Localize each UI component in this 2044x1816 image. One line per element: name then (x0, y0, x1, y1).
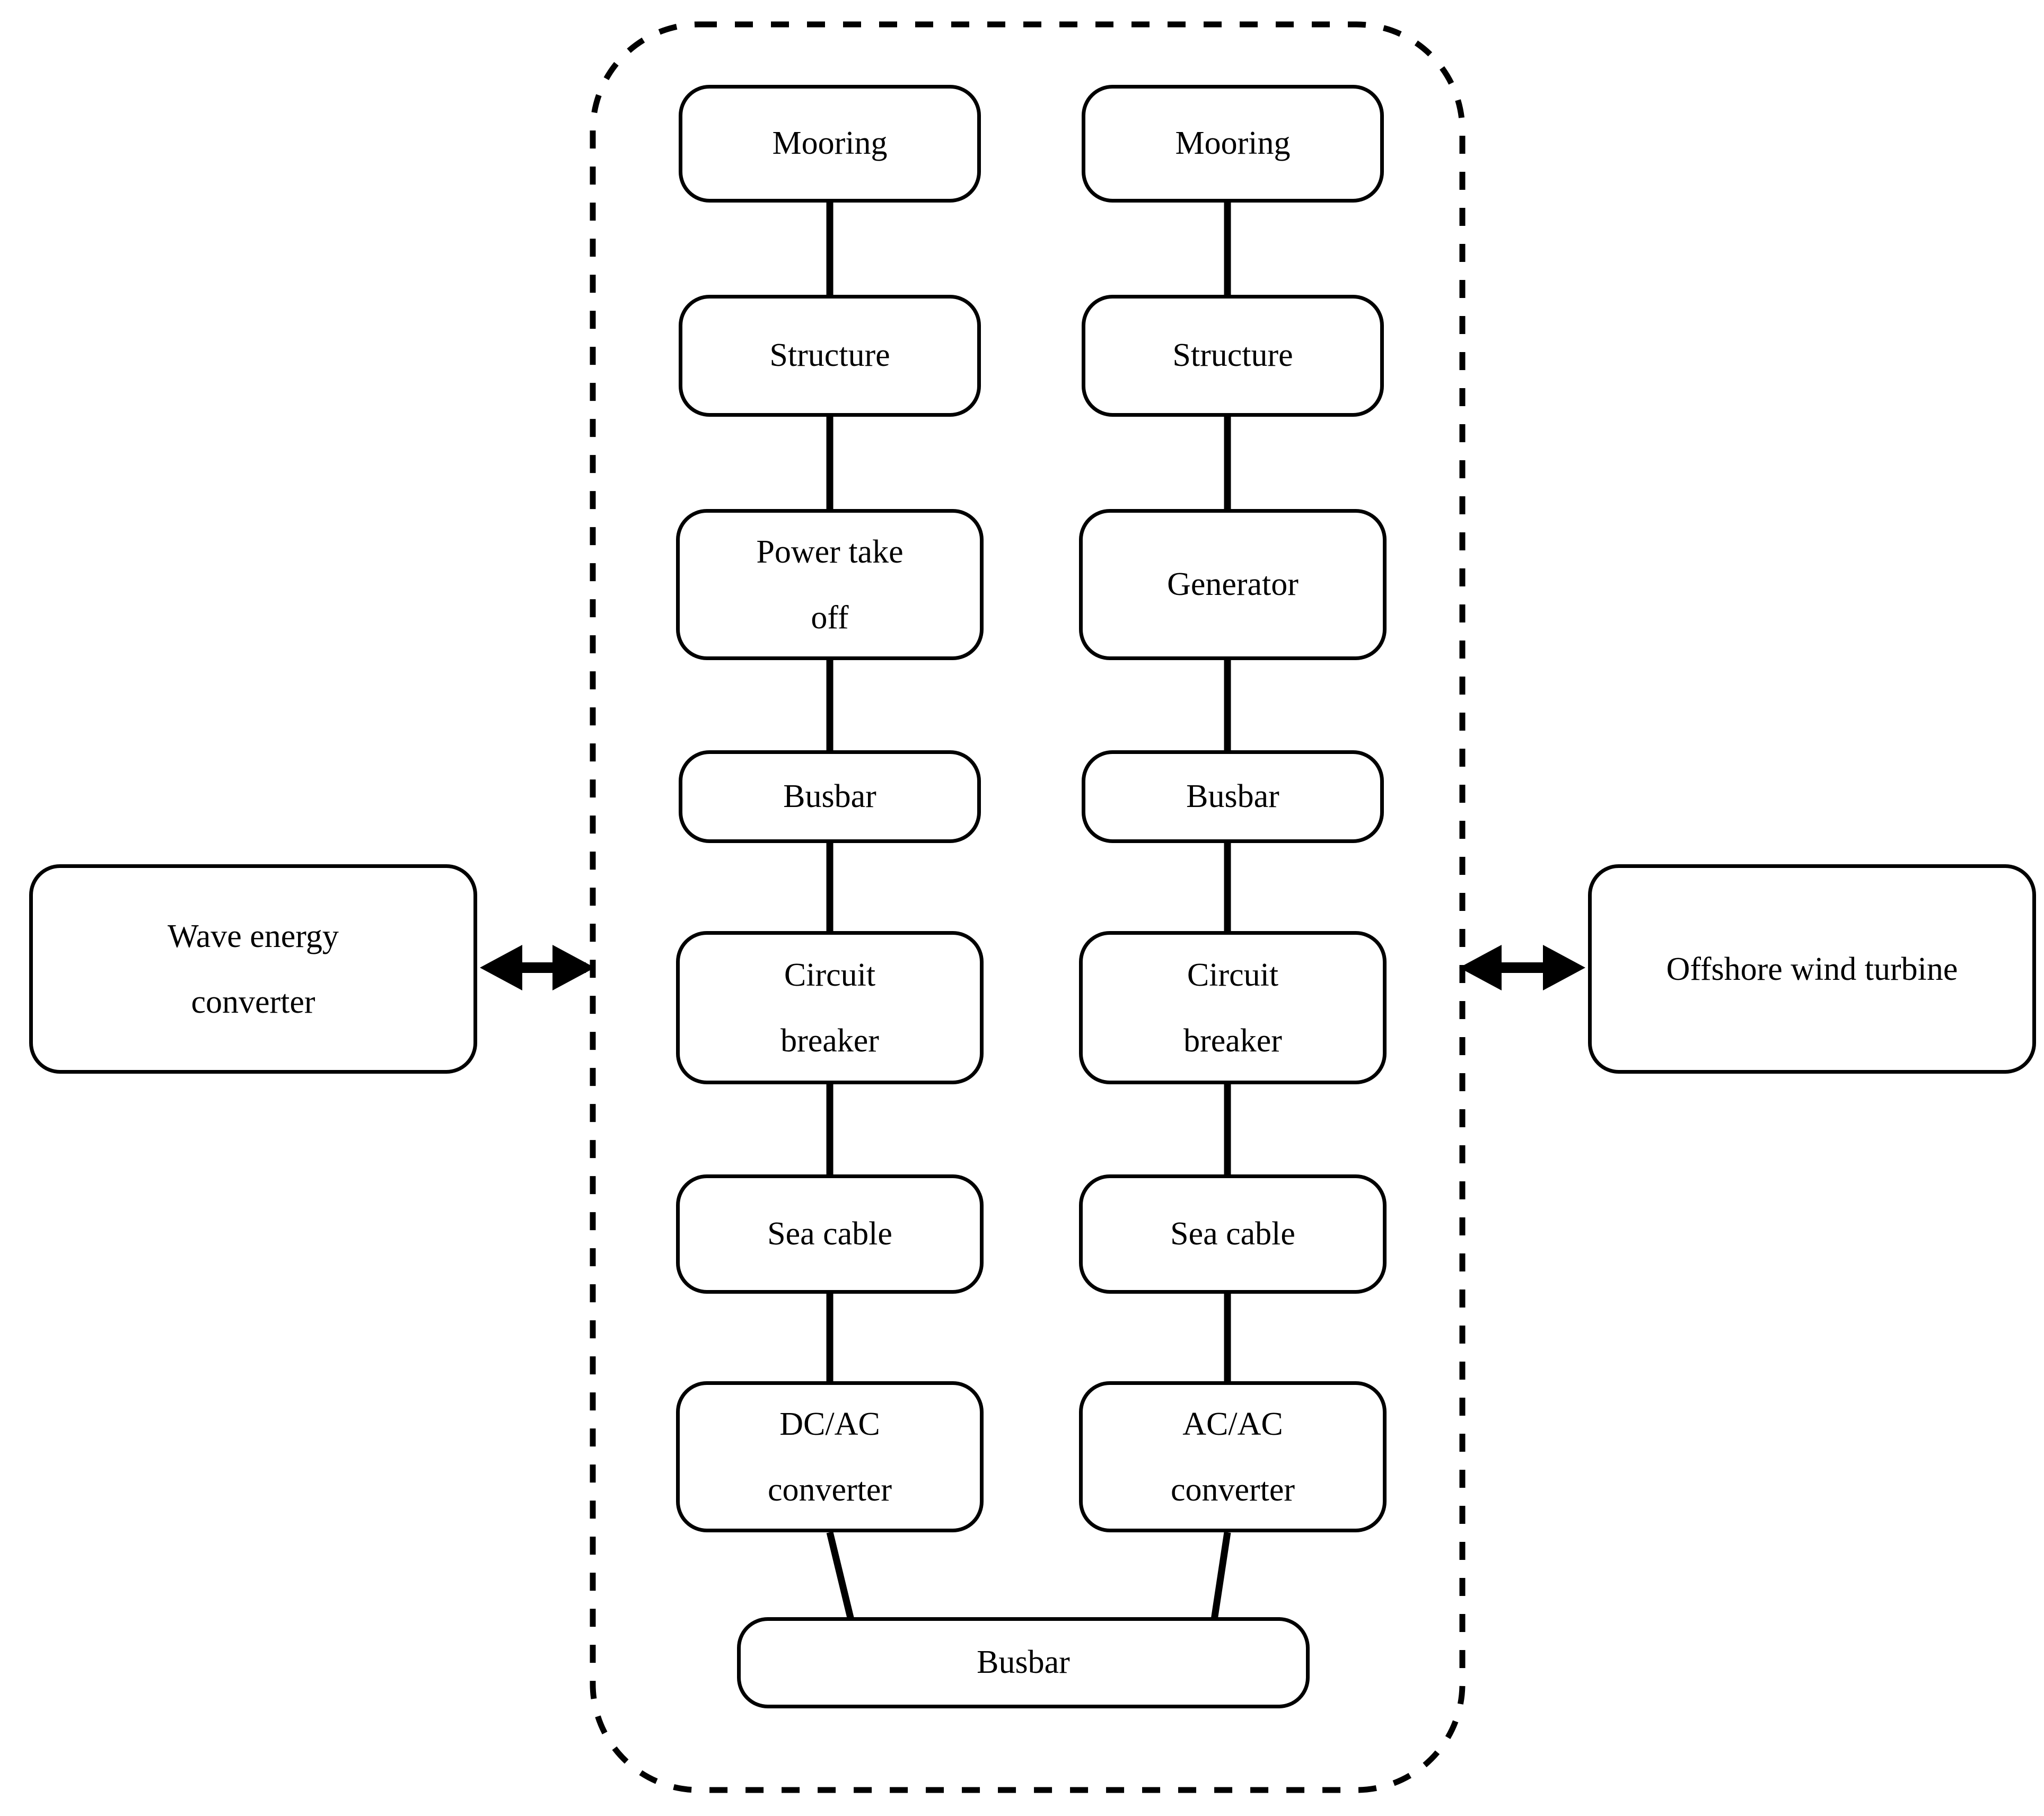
owt-circuit-breaker-label-line-2: breaker (1183, 1022, 1282, 1059)
owt-mooring-node[interactable]: Mooring (1082, 85, 1384, 203)
owt-circuit-breaker-label-line-1: Circuit (1187, 957, 1279, 993)
offshore-wind-turbine-node[interactable]: Offshore wind turbine (1588, 864, 2036, 1074)
wec-busbar-node[interactable]: Busbar (679, 750, 981, 843)
wave-energy-converter-label-line-1: Wave energy (168, 918, 339, 954)
left-link-arrow (480, 945, 595, 990)
offshore-wind-turbine-label-line-1: Offshore wind turbine (1666, 951, 1958, 987)
wec-circuit-breaker-node[interactable]: Circuit breaker (676, 931, 984, 1084)
owt-structure-label: Structure (1172, 337, 1293, 374)
owt-circuit-breaker-node[interactable]: Circuit breaker (1079, 931, 1387, 1084)
wec-dcac-converter-label-line-1: DC/AC (779, 1406, 880, 1442)
owt-busbar-label: Busbar (1186, 778, 1279, 814)
owt-sea-cable-label: Sea cable (1170, 1215, 1295, 1252)
owt-acac-converter-label-line-2: converter (1170, 1471, 1295, 1508)
wec-power-take-off-label-line-1: Power take (756, 533, 903, 570)
wec-circuit-breaker-label-line-2: breaker (780, 1022, 879, 1059)
shared-platform-boundary (590, 21, 1466, 1793)
owt-acac-converter-node[interactable]: AC/AC converter (1079, 1381, 1387, 1532)
owt-mooring-label: Mooring (1175, 125, 1291, 162)
wec-sea-cable-node[interactable]: Sea cable (676, 1174, 984, 1294)
owt-structure-node[interactable]: Structure (1082, 295, 1384, 417)
wec-sea-cable-label: Sea cable (767, 1215, 892, 1252)
wec-mooring-label: Mooring (772, 125, 888, 162)
shared-busbar-label: Busbar (977, 1644, 1070, 1681)
wec-power-take-off-node[interactable]: Power take off (676, 509, 984, 660)
owt-generator-node[interactable]: Generator (1079, 509, 1387, 660)
shared-busbar-node[interactable]: Busbar (737, 1617, 1310, 1708)
owt-busbar-node[interactable]: Busbar (1082, 750, 1384, 843)
connector-owt-converter-shared-busbar (1210, 1532, 1231, 1620)
wec-circuit-breaker-label-line-1: Circuit (784, 957, 876, 993)
wec-dcac-converter-node[interactable]: DC/AC converter (676, 1381, 984, 1532)
wec-dcac-converter-label-line-2: converter (767, 1471, 892, 1508)
wec-structure-node[interactable]: Structure (679, 295, 981, 417)
wec-mooring-node[interactable]: Mooring (679, 85, 981, 203)
wave-energy-converter-node[interactable]: Wave energy converter (29, 864, 477, 1074)
wave-energy-converter-label-line-2: converter (191, 984, 315, 1020)
owt-sea-cable-node[interactable]: Sea cable (1079, 1174, 1387, 1294)
wec-power-take-off-label-line-2: off (811, 599, 849, 636)
owt-acac-converter-label-line-1: AC/AC (1182, 1406, 1283, 1442)
right-link-arrow (1459, 945, 1585, 990)
wec-busbar-label: Busbar (783, 778, 876, 814)
owt-generator-label: Generator (1167, 566, 1299, 602)
connector-wec-converter-shared-busbar (826, 1531, 855, 1621)
wec-structure-label: Structure (769, 337, 890, 374)
